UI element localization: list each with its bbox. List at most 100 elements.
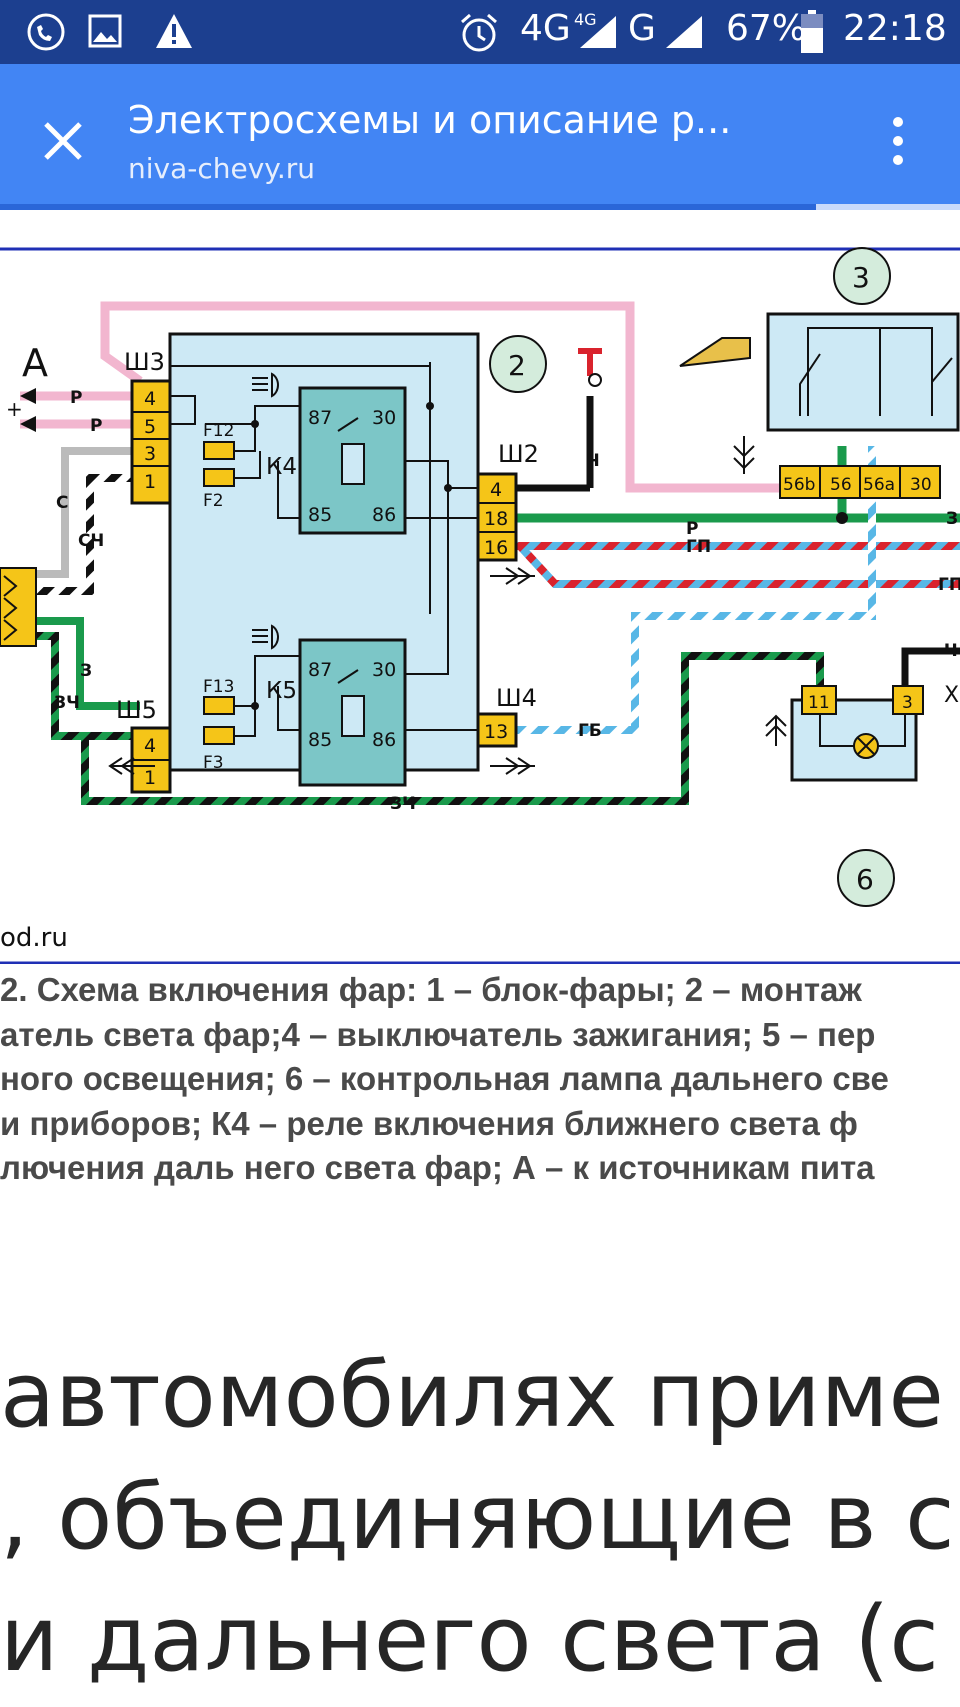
sh3-pin-1: 1	[144, 471, 156, 493]
arrow-right-icon	[490, 757, 535, 775]
relay-pin-87: 87	[308, 659, 332, 681]
alarm-icon	[461, 13, 497, 52]
caption-line: ного освещения; 6 – контрольная лампа да…	[0, 1060, 889, 1097]
caption-line: и приборов; К4 – реле включения ближнего…	[0, 1104, 858, 1142]
ignition-terminal	[588, 373, 602, 387]
body-line: и дальнего света (с	[0, 1587, 939, 1692]
relay-label-k4: К4	[266, 454, 297, 480]
relay-pin-86: 86	[372, 729, 396, 751]
connector-label-sh2: Ш2	[498, 440, 539, 468]
switch-pin-56	[819, 465, 861, 499]
wire-grey-black	[30, 474, 140, 595]
sh3-pin-3: 3	[144, 443, 156, 465]
body-line: , объединяющие в с	[0, 1465, 955, 1570]
signal-icon	[580, 16, 616, 48]
status-bar: 4G 4G G 67% 22:18	[0, 0, 960, 64]
fuse-f12	[203, 441, 235, 460]
relay-label-k5: К5	[266, 678, 297, 704]
switch-pin-30	[899, 465, 941, 499]
connector-sh2	[476, 472, 518, 562]
ignition-switch-icon	[578, 348, 602, 376]
custom-tab-toolbar	[0, 64, 960, 207]
sh3-pin-5: 5	[144, 416, 156, 438]
arrow-left-icon	[108, 757, 155, 775]
sh2-pin-4: 4	[490, 479, 502, 501]
relay-pin-86: 86	[372, 504, 396, 526]
relay-k5-contact	[337, 669, 359, 684]
junction-5	[836, 512, 848, 524]
wire-label: СЧ	[78, 531, 104, 551]
fuse-label-f13: F13	[203, 677, 234, 697]
fuse-label-f3: F3	[203, 753, 224, 773]
battery-percent: 67%	[726, 8, 807, 49]
more-vert-icon[interactable]	[882, 114, 914, 168]
marker-2	[489, 335, 547, 393]
caption-line: атель света фар;4 – выключатель зажигани…	[0, 1015, 876, 1053]
connector-sh4	[476, 712, 518, 748]
internal-wire-9	[405, 460, 478, 489]
lamp-pin-3	[892, 685, 924, 715]
watermark: od.ru	[0, 923, 68, 953]
wire-label: Р	[70, 388, 82, 408]
image-icon	[88, 14, 122, 48]
article-body: автомобилях приме , объединяющие в с и д…	[0, 1335, 960, 1701]
fuse-f13	[203, 696, 235, 715]
fuse-label-f12: F12	[203, 421, 234, 441]
switch-arrow-icon	[733, 436, 755, 474]
fuse-label-f2: F2	[203, 491, 224, 511]
close-icon[interactable]	[38, 116, 88, 166]
lamp-pin-label: 3	[902, 693, 913, 713]
internal-wire-13	[235, 706, 256, 737]
network-type-2: G	[628, 8, 656, 49]
marker-label: 6	[856, 863, 874, 896]
lamp-pin-label: 11	[808, 693, 830, 713]
wire-label: ЗЧ	[54, 693, 80, 713]
marker-label: 2	[508, 349, 526, 382]
wire-gb	[500, 446, 876, 734]
switch-pin-label: 30	[910, 475, 932, 495]
junction-1	[426, 402, 434, 410]
lever-icon	[679, 337, 751, 367]
headlight-switch	[766, 312, 960, 432]
internal-wire-11	[277, 686, 478, 731]
arrow-right-icon	[490, 567, 535, 585]
caption-line: 2. Схема включения фар: 1 – блок-фары; 2…	[0, 971, 862, 1008]
wire-grey	[30, 447, 140, 578]
connector-label-sh3: Ш3	[124, 348, 165, 376]
headlight-connector	[0, 567, 37, 647]
network-type-small: 4G	[574, 10, 597, 29]
relay-k4-contact	[337, 417, 359, 432]
arrow-left-icon	[20, 388, 36, 404]
marker-6	[837, 849, 895, 907]
page-title: Электросхемы и описание р...	[128, 98, 732, 142]
relay-pin-30: 30	[372, 659, 396, 681]
high-beam-icon	[252, 624, 279, 650]
relay-k5-coil	[341, 695, 365, 737]
wire-label: ГП	[686, 537, 711, 557]
wire-label: Р	[90, 416, 102, 436]
wire-label: ЗЧ	[390, 794, 416, 814]
wire-label: Ч	[944, 641, 958, 661]
marker-label: 3	[852, 261, 870, 294]
wire-label: Ч	[586, 451, 600, 471]
clock: 22:18	[843, 8, 947, 49]
relay-pin-85: 85	[308, 504, 332, 526]
wire-label: С	[56, 493, 68, 513]
relay-pin-30: 30	[372, 407, 396, 429]
phone-call-icon	[27, 13, 65, 51]
wire-label: Х	[944, 683, 959, 708]
junction-3	[444, 484, 452, 492]
body-line: автомобилях приме	[0, 1343, 944, 1448]
relay-pin-87: 87	[308, 407, 332, 429]
switch-contacts	[799, 327, 953, 416]
sh2-pin-18: 18	[484, 508, 508, 530]
wire-label: ГП	[938, 575, 960, 595]
label-plus: +	[6, 397, 23, 421]
lamp-arrow-icon	[765, 714, 787, 746]
page-url: niva-chevy.ru	[128, 152, 316, 185]
switch-pin-label: 56a	[863, 475, 895, 495]
low-beam-icon	[252, 372, 279, 398]
switch-pin-56b	[779, 465, 821, 499]
sh4-pin-13: 13	[484, 721, 508, 743]
relay-k4-coil	[341, 443, 365, 485]
